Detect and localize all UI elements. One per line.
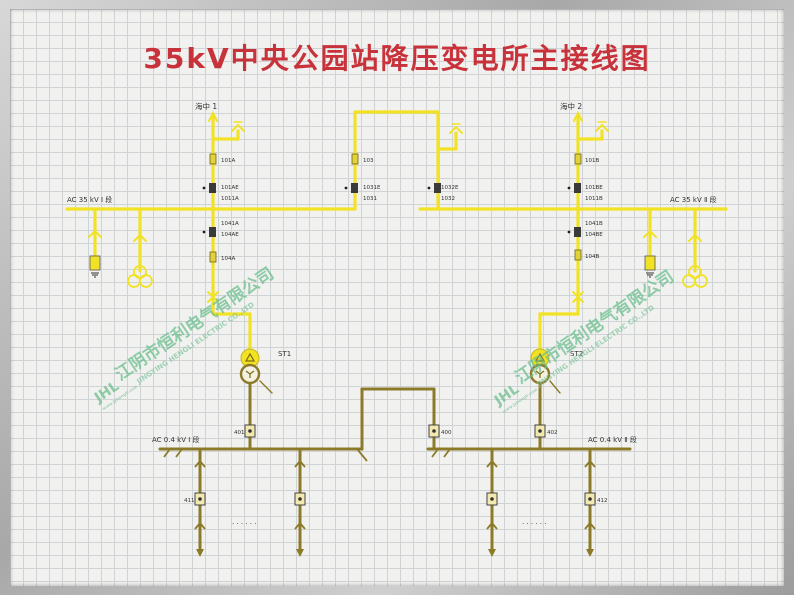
lv-breakers [194, 424, 596, 506]
lv-chevrons [163, 448, 596, 530]
switch-1031E [351, 183, 358, 193]
label-101B: 101B [585, 158, 599, 164]
label-104B: 104B [585, 254, 599, 260]
label-104BE: 104BE [585, 232, 603, 238]
label-411: 411 [184, 498, 195, 504]
switch-101BE [574, 183, 581, 193]
breaker-104A [209, 251, 217, 263]
label-104A: 104A [221, 256, 235, 262]
single-line-diagram: 海中 1 海中 2 AC 35 kV Ⅰ 段 AC 35 kV Ⅱ 段 AC 0… [65, 101, 728, 557]
watermark-cn-right: 江阴市恒利电气有限公司 [511, 266, 678, 388]
breaker-101B [574, 153, 582, 165]
label-1031: 1031 [363, 196, 377, 202]
label-103: 103 [363, 158, 374, 164]
label-ST2: ST2 [570, 350, 583, 358]
breaker-104B [574, 249, 582, 261]
switch-101AE [209, 183, 216, 193]
label-402: 402 [547, 430, 558, 436]
label-1041B: 1041B [585, 221, 603, 227]
hv-devices [89, 153, 656, 278]
watermark-left: 江阴市恒利电气有限公司 JINGYING HENGLI ELECTRIC CO.… [91, 263, 278, 411]
hv-bus-1-label: AC 35 kV Ⅰ 段 [67, 195, 112, 204]
label-1032: 1032 [441, 196, 455, 202]
switch-1041B [574, 227, 581, 237]
label-412: 412 [597, 498, 608, 504]
diagram-title: 35kV中央公园站降压变电所主接线图 [143, 42, 651, 75]
watermark-right: 江阴市恒利电气有限公司 JINGYING HENGLI ELECTRIC CO.… [491, 266, 678, 414]
label-101A: 101A [221, 158, 235, 164]
label-1011A: 1011A [221, 196, 239, 202]
label-101BE: 101BE [585, 185, 603, 191]
more-feeders-left: · · · · · · [232, 520, 256, 528]
label-ST1: ST1 [278, 350, 291, 358]
diagram-board: 35kV中央公园站降压变电所主接线图 [10, 9, 784, 586]
label-401: 401 [234, 430, 245, 436]
label-1032E: 1032E [441, 185, 459, 191]
diagram-labels: 海中 1 海中 2 AC 35 kV Ⅰ 段 AC 35 kV Ⅱ 段 AC 0… [67, 101, 717, 528]
lv-bus-2-label: AC 0.4 kV Ⅱ 段 [588, 435, 637, 444]
lv-outgoing-arrows [196, 549, 594, 557]
lv-section [158, 363, 632, 551]
hv-bus-2-label: AC 35 kV Ⅱ 段 [670, 195, 717, 204]
label-400: 400 [441, 430, 452, 436]
switch-1041A [209, 227, 216, 237]
incoming-right-label: 海中 2 [560, 101, 582, 111]
more-feeders-right: · · · · · · [522, 520, 546, 528]
label-1041A: 1041A [221, 221, 239, 227]
breaker-103 [351, 153, 359, 165]
label-101AE: 101AE [221, 185, 239, 191]
lv-bus-1-label: AC 0.4 kV Ⅰ 段 [152, 435, 200, 444]
transformer-symbols [244, 352, 546, 378]
label-1031E: 1031E [363, 185, 381, 191]
breaker-101A [209, 153, 217, 165]
label-104AE: 104AE [221, 232, 239, 238]
incoming-left-label: 海中 1 [195, 101, 217, 111]
switch-1032E [434, 183, 441, 193]
label-1011B: 1011B [585, 196, 603, 202]
